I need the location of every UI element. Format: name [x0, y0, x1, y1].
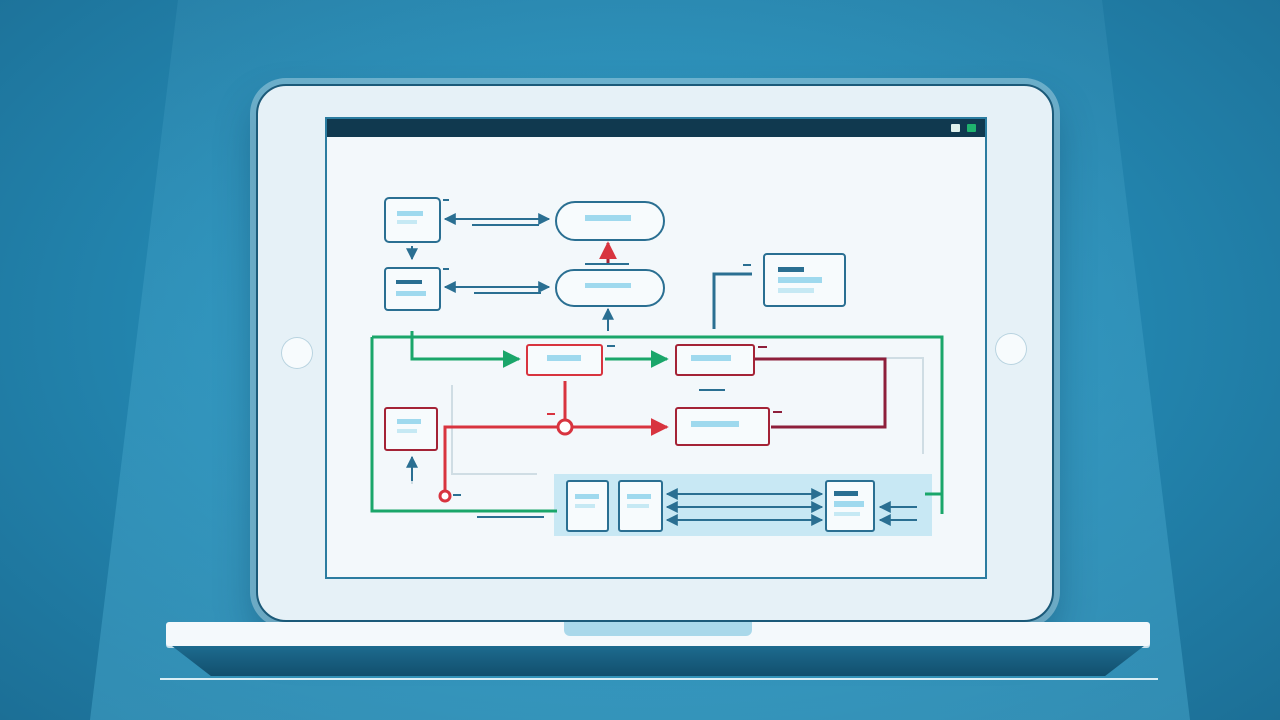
window-minimize-icon[interactable]: [951, 124, 960, 132]
app-screen: [325, 117, 987, 579]
junction-icon-2: [438, 489, 452, 503]
node-n5[interactable]: [763, 253, 846, 307]
connector-maroon: [755, 357, 887, 429]
side-button-left[interactable]: [281, 337, 313, 369]
side-button-right[interactable]: [995, 333, 1027, 365]
window-status-icon[interactable]: [967, 124, 976, 132]
connector-grey-2: [780, 357, 924, 454]
highlight-panel: [554, 474, 932, 536]
node-n8[interactable]: [384, 407, 438, 451]
device-base: [166, 622, 1150, 646]
floor-line: [160, 678, 1158, 680]
connector-green-1: [410, 331, 521, 368]
node-n3[interactable]: [384, 267, 441, 311]
node-n9[interactable]: [675, 407, 770, 446]
node-n12[interactable]: [825, 480, 875, 532]
tablet-frame: [256, 84, 1054, 622]
arrow-icon: [443, 199, 782, 496]
node-n10[interactable]: [566, 480, 609, 532]
node-n2[interactable]: [555, 201, 665, 241]
node-n7[interactable]: [675, 344, 755, 376]
flow-diagram: [370, 197, 944, 536]
arrow-to-n5: [712, 272, 752, 329]
base-notch: [564, 622, 752, 636]
connector-grey-1: [451, 385, 537, 475]
title-bar: [327, 119, 985, 137]
device-base-shadow: [172, 646, 1144, 676]
node-n1[interactable]: [384, 197, 441, 243]
node-n6[interactable]: [526, 344, 603, 376]
connector-green-loop: [370, 335, 944, 514]
node-n4[interactable]: [555, 269, 665, 307]
node-n11[interactable]: [618, 480, 663, 532]
junction-icon: [556, 418, 574, 436]
connector-red-main: [443, 425, 562, 496]
